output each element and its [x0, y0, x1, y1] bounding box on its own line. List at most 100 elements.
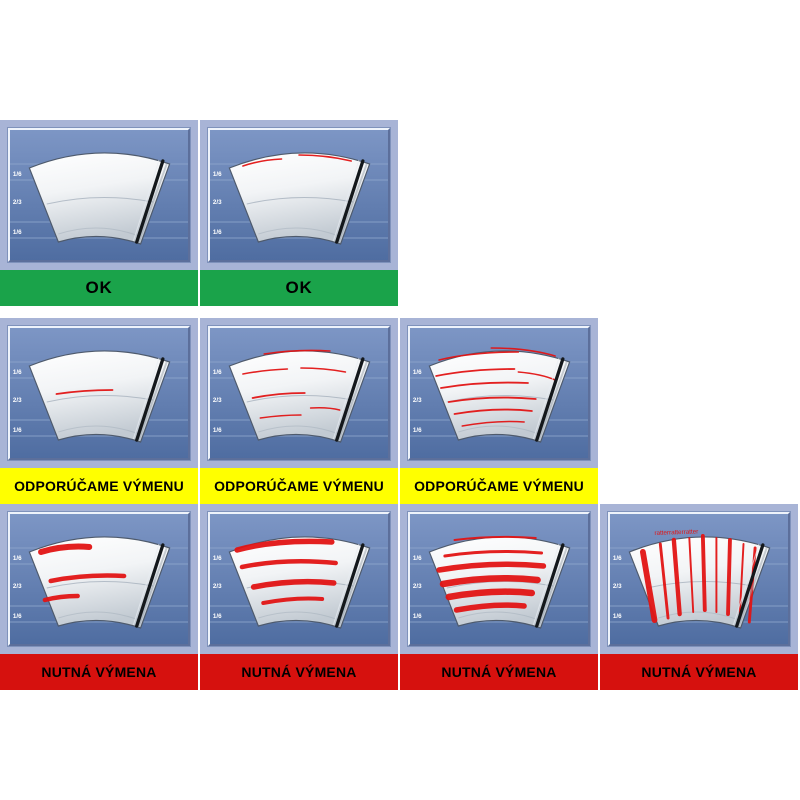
wiper-blade [135, 357, 165, 442]
zone-label: 1/6 [13, 555, 22, 562]
windshield [228, 152, 371, 245]
wear-streak [440, 381, 529, 389]
windshield-graphic: 1/6 2/3 1/6 [10, 130, 188, 260]
zone-label: 1/6 [213, 171, 222, 178]
status-bar: NUTNÁ VÝMENA [0, 654, 198, 690]
wear-streak [453, 408, 533, 415]
windshield [428, 536, 571, 629]
zone-label: 2/3 [213, 199, 222, 206]
wiper-blade [335, 357, 365, 442]
wear-streak [639, 549, 658, 623]
wear-streak [726, 538, 732, 616]
zone-label: 1/6 [413, 613, 422, 620]
wear-streak [439, 574, 541, 588]
windshield-graphic: 1/6 2/3 1/6 [210, 328, 388, 458]
wear-streak [447, 396, 537, 403]
zone-label: 2/3 [413, 397, 422, 404]
wear-streak [443, 550, 544, 558]
status-bar: ODPORÚČAME VÝMENU [200, 468, 398, 504]
wear-streak [490, 347, 556, 357]
zone-label: 1/6 [413, 369, 422, 376]
windshield-panel-frame: 1/6 2/3 1/6 [400, 318, 598, 468]
windshield-graphic: 1/62/31/6 [10, 328, 188, 458]
wear-streak [55, 389, 114, 395]
status-label: OK [85, 278, 113, 297]
status-label: ODPORÚČAME VÝMENU [14, 478, 184, 494]
status-label: OK [285, 278, 313, 297]
wiper-blade [135, 159, 165, 244]
wear-streak [234, 538, 335, 553]
zone-label: 1/6 [13, 229, 22, 236]
wear-streak [453, 602, 527, 613]
zone-label: 2/3 [13, 199, 22, 206]
windshield [28, 152, 171, 245]
zone-label: 2/3 [213, 397, 222, 404]
wear-streak [48, 573, 127, 584]
zone-label: 2/3 [13, 583, 22, 590]
zone-label: 1/6 [213, 427, 222, 434]
zone-label: 1/6 [413, 555, 422, 562]
zone-label: 1/6 [13, 613, 22, 620]
zone-label: 1/6 [13, 171, 22, 178]
status-label: NUTNÁ VÝMENA [241, 664, 357, 680]
wear-streak [436, 561, 547, 573]
windshield-graphic: 1/62/31/6 [210, 514, 388, 644]
status-label: NUTNÁ VÝMENA [641, 664, 757, 680]
windshield-panel: 1/6 2/3 1/6 [7, 511, 191, 647]
status-bar: OK [200, 270, 398, 306]
status-bar: ODPORÚČAME VÝMENU [0, 468, 198, 504]
wear-streak [242, 158, 283, 167]
zone-label: 1/6 [213, 369, 222, 376]
windshield-graphic: 1/6 2/3 1/6 [410, 328, 588, 458]
zone-label: 2/3 [613, 583, 622, 590]
zone-label: 1/6 [213, 555, 222, 562]
wear-streak [438, 351, 520, 361]
status-bar: NUTNÁ VÝMENA [200, 654, 398, 690]
wear-streak [671, 537, 682, 617]
status-label: ODPORÚČAME VÝMENU [214, 478, 384, 494]
wear-streak [242, 368, 289, 375]
wear-streak [445, 588, 536, 601]
wiper-blade [535, 543, 565, 628]
wear-streak [435, 368, 516, 377]
wear-streak [461, 420, 525, 427]
wiper-blade [335, 159, 365, 244]
windshield-graphic: 1/6 2/3 1/6 [10, 514, 188, 644]
wiper-blade [135, 543, 165, 628]
status-label: NUTNÁ VÝMENA [441, 664, 557, 680]
status-bar: NUTNÁ VÝMENA [400, 654, 598, 690]
status-label: ODPORÚČAME VÝMENU [414, 478, 584, 494]
wear-streak [239, 558, 338, 570]
zone-label: 1/6 [13, 427, 22, 434]
wear-streak [38, 543, 93, 555]
windshield [228, 350, 371, 443]
wear-streak [300, 367, 347, 373]
chatter-text: ratterratterratter [654, 528, 699, 537]
wear-streak [263, 349, 331, 355]
wear-streak [738, 543, 745, 619]
windshield [28, 350, 171, 443]
zone-label: 1/6 [13, 369, 22, 376]
wear-streak [658, 542, 670, 620]
zone-label: 1/6 [413, 427, 422, 434]
